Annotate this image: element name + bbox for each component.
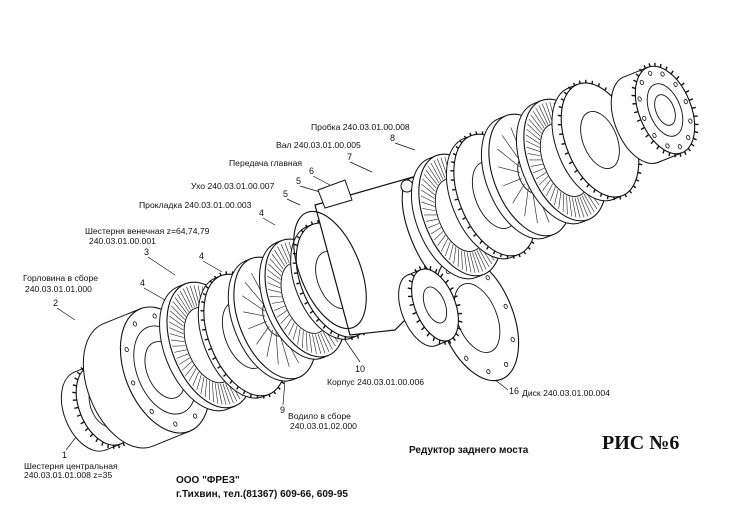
callout-3-number: 3 xyxy=(144,247,150,257)
callout-16-number: 16 xyxy=(509,386,520,396)
callout-10-number: 10 xyxy=(355,364,366,374)
callout-8-label: Пробка 240.03.01.00.008 xyxy=(311,122,410,132)
callout-9-label-code: 240.03.01.02.000 xyxy=(290,421,357,431)
callout-3-label: Шестерня венечная z=64,74,79 xyxy=(85,226,210,236)
callout-5a-number: 5 xyxy=(296,176,302,186)
callout-9-number: 9 xyxy=(280,405,286,415)
callout-16-label: Диск 240.03.01.00.004 xyxy=(522,388,610,398)
callout-1-label: Шестерня центральная xyxy=(24,461,118,471)
figure-number: РИС №6 xyxy=(602,432,680,454)
callout-6-number: 6 xyxy=(309,166,315,176)
callout-7-number: 7 xyxy=(347,152,353,162)
callout-4a-number: 4 xyxy=(259,208,265,218)
callout-2-label: Горловина в сборе xyxy=(23,273,99,283)
callout-8-number: 8 xyxy=(390,133,396,143)
assembly-parts xyxy=(60,62,699,452)
callout-9-label: Водило в сборе xyxy=(288,411,351,421)
callout-2-label-code: 240.03.01.01.000 xyxy=(25,284,92,294)
callout-2-number: 2 xyxy=(53,298,59,308)
callout-4b-number: 4 xyxy=(199,251,205,261)
callout-1-number: 1 xyxy=(62,450,68,460)
callout-4c-number: 4 xyxy=(140,278,146,288)
callout-7-label: Вал 240.03.01.00.005 xyxy=(276,140,361,150)
company-address: г.Тихвин, тел.(81367) 609-66, 609-95 xyxy=(176,489,348,500)
callout-5a-label: Ухо 240.03.01.00.007 xyxy=(191,181,275,191)
callout-3-label-code: 240.03.01.00.001 xyxy=(89,236,156,246)
callout-1-label-code: 240.03.01.01.008 z=35 xyxy=(24,470,113,480)
callout-6-label: Передача главная xyxy=(229,158,303,168)
callout-5b-number: 5 xyxy=(283,189,289,199)
callout-5b-label: Прокладка 240.03.01.00.003 xyxy=(139,200,252,210)
company-name: ООО "ФРЕЗ" xyxy=(176,475,240,486)
drawing-title: Редуктор заднего моста xyxy=(409,445,529,456)
callout-10-label: Корпус 240.03.01.00.006 xyxy=(327,377,425,387)
right-end-gear-part xyxy=(610,62,699,164)
output-hub-part xyxy=(398,265,463,347)
